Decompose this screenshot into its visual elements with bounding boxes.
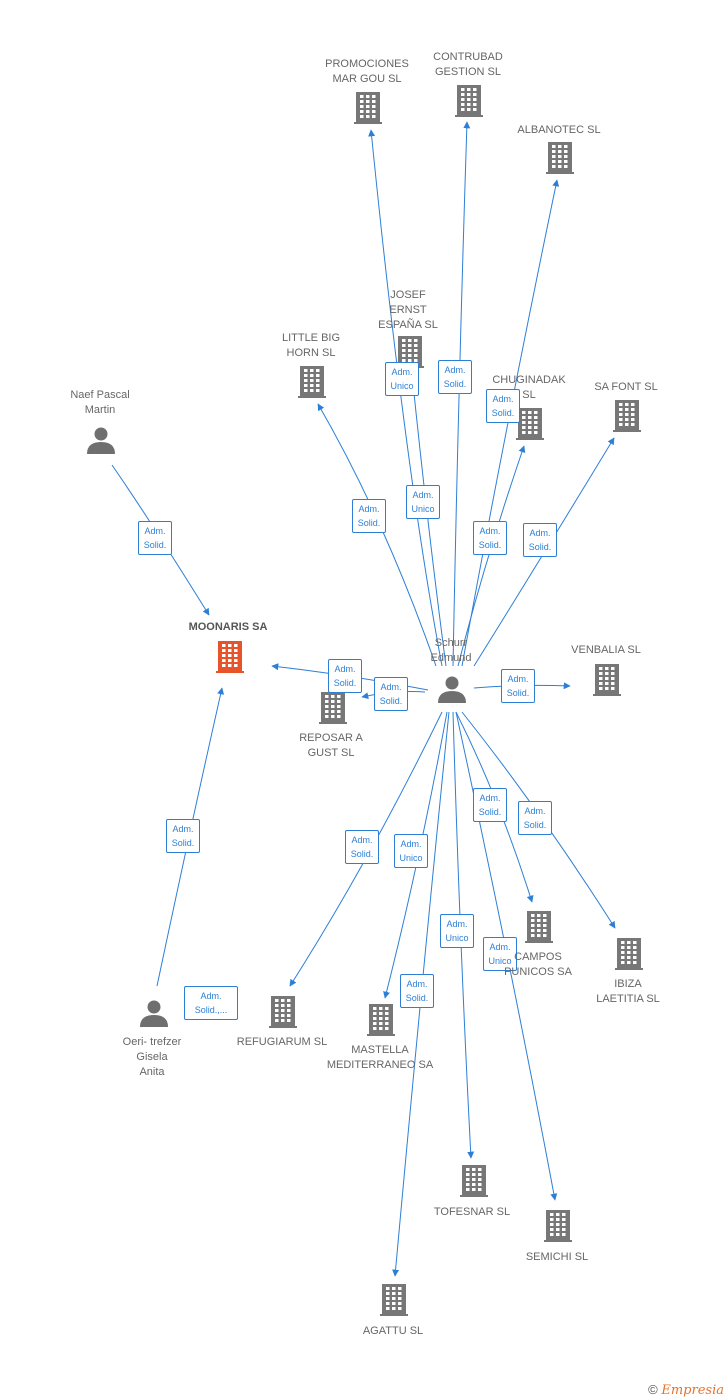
building-icon-semichi[interactable] bbox=[544, 1210, 572, 1242]
node-label-semichi[interactable]: SEMICHI SL bbox=[525, 1251, 589, 1263]
building-icon-albanotec[interactable] bbox=[546, 142, 574, 174]
role-label-naef-moonaris[interactable]: Adm. Solid. bbox=[138, 521, 172, 555]
node-label-refugiarum[interactable]: REFUGIARUM SL bbox=[236, 1036, 328, 1048]
building-icon-chuginadak[interactable] bbox=[516, 408, 544, 440]
node-label-oeri[interactable]: Oeri- trefzer Gisela Anita bbox=[122, 1036, 182, 1078]
edge-schurr-littlebig bbox=[317, 403, 437, 667]
node-label-moonaris[interactable]: MOONARIS SA bbox=[188, 621, 268, 633]
role-label-schurr-moonaris[interactable]: Adm. Solid. bbox=[328, 659, 362, 693]
footer: © Empresia bbox=[648, 1382, 724, 1398]
edge-schurr-chuginadak bbox=[457, 445, 526, 667]
building-icon-refugiarum[interactable] bbox=[269, 996, 297, 1028]
node-label-chuginadak[interactable]: CHUGINADAK SL bbox=[492, 374, 566, 401]
building-icon-contrubad[interactable] bbox=[455, 85, 483, 117]
building-icon-mastella[interactable] bbox=[367, 1004, 395, 1036]
building-icon-safont[interactable] bbox=[613, 400, 641, 432]
node-label-ibiza[interactable]: IBIZA LAETITIA SL bbox=[596, 978, 660, 1005]
brand-logo: Empresia bbox=[661, 1383, 724, 1398]
role-label-schurr-chuginadak[interactable]: Adm. Solid. bbox=[473, 521, 507, 555]
edge-schurr-contrubad bbox=[452, 121, 471, 667]
role-label-schurr-refugiarum[interactable]: Adm. Solid. bbox=[345, 830, 379, 864]
role-label-schurr-semichi[interactable]: Adm. Unico bbox=[483, 937, 517, 971]
role-label-schurr-reposar[interactable]: Adm. Solid. bbox=[374, 677, 408, 711]
edge-schurr-josef bbox=[409, 373, 447, 667]
node-label-agattu[interactable]: AGATTU SL bbox=[362, 1325, 424, 1337]
node-label-promociones[interactable]: PROMOCIONES MAR GOU SL bbox=[325, 58, 409, 85]
role-label-schurr-albanotec[interactable]: Adm. Solid. bbox=[486, 389, 520, 423]
role-label-schurr-mastella[interactable]: Adm. Unico bbox=[394, 834, 428, 868]
edge-schurr-albanotec bbox=[461, 179, 560, 667]
person-icon-schurr[interactable] bbox=[438, 676, 466, 704]
building-icon-reposar[interactable] bbox=[319, 692, 347, 724]
edge-schurr-promociones bbox=[368, 129, 443, 667]
building-icon-moonaris[interactable] bbox=[216, 641, 244, 673]
node-label-safont[interactable]: SA FONT SL bbox=[594, 381, 658, 393]
node-label-naef[interactable]: Naef Pascal Martin bbox=[70, 389, 130, 416]
node-label-tofesnar[interactable]: TOFESNAR SL bbox=[433, 1206, 511, 1218]
building-icon-littlebig[interactable] bbox=[298, 366, 326, 398]
nodes-layer bbox=[87, 85, 643, 1316]
copyright-symbol: © bbox=[648, 1382, 658, 1397]
node-label-mastella[interactable]: MASTELLA MEDITERRANEO SA bbox=[326, 1044, 434, 1071]
node-label-josef[interactable]: JOSEF ERNST ESPAÑA SL bbox=[378, 289, 438, 331]
person-icon-oeri[interactable] bbox=[140, 1000, 168, 1028]
role-label-schurr-ibiza[interactable]: Adm. Solid. bbox=[518, 801, 552, 835]
node-label-reposar[interactable]: REPOSAR A GUST SL bbox=[299, 732, 363, 759]
building-icon-tofesnar[interactable] bbox=[460, 1165, 488, 1197]
node-label-campos[interactable]: CAMPOS PUNICOS SA bbox=[504, 951, 572, 978]
role-label-schurr-agattu[interactable]: Adm. Solid. bbox=[400, 974, 434, 1008]
role-label-schurr-venbalia[interactable]: Adm. Solid. bbox=[501, 669, 535, 703]
role-label-oeri-moonaris[interactable]: Adm. Solid. bbox=[166, 819, 200, 853]
role-label-schurr-josef[interactable]: Adm. Unico bbox=[385, 362, 419, 396]
role-label-schurr-contrubad[interactable]: Adm. Solid. bbox=[438, 360, 472, 394]
node-label-contrubad[interactable]: CONTRUBAD GESTION SL bbox=[433, 51, 503, 78]
role-label-schurr-promociones[interactable]: Adm. Unico bbox=[406, 485, 440, 519]
role-label-schurr-safont[interactable]: Adm. Solid. bbox=[523, 523, 557, 557]
role-label-schurr-campos[interactable]: Adm. Solid. bbox=[473, 788, 507, 822]
role-label-oeri-more[interactable]: Adm. Solid.,... bbox=[184, 986, 238, 1020]
person-icon-naef[interactable] bbox=[87, 427, 115, 455]
building-icon-promociones[interactable] bbox=[354, 92, 382, 124]
node-label-littlebig[interactable]: LITTLE BIG HORN SL bbox=[281, 332, 341, 359]
building-icon-agattu[interactable] bbox=[380, 1284, 408, 1316]
node-label-schurr[interactable]: Schurr Edmund bbox=[430, 637, 472, 664]
role-label-schurr-tofesnar[interactable]: Adm. Unico bbox=[440, 914, 474, 948]
building-icon-ibiza[interactable] bbox=[615, 938, 643, 970]
node-label-albanotec[interactable]: ALBANOTEC SL bbox=[517, 124, 601, 136]
building-icon-campos[interactable] bbox=[525, 911, 553, 943]
role-label-schurr-littlebig[interactable]: Adm. Solid. bbox=[352, 499, 386, 533]
node-label-venbalia[interactable]: VENBALIA SL bbox=[571, 644, 641, 656]
building-icon-venbalia[interactable] bbox=[593, 664, 621, 696]
